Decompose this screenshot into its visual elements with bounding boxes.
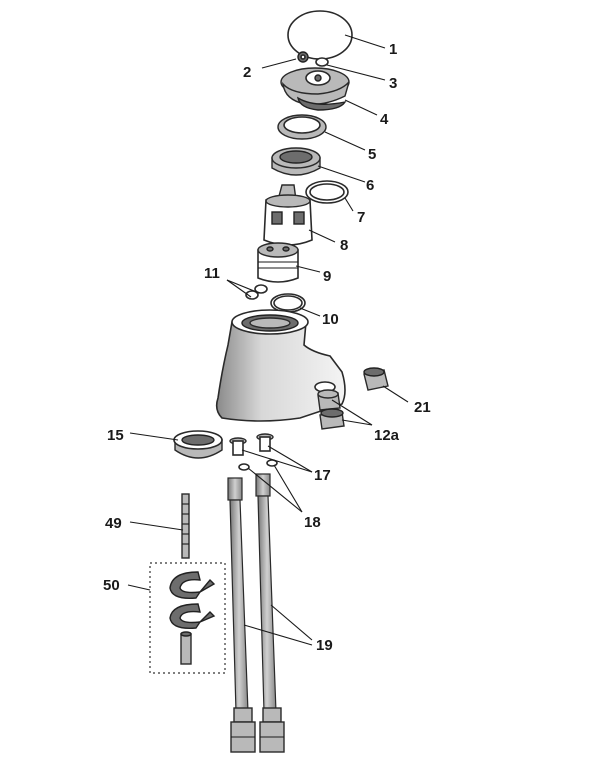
callout-8: 8 — [340, 237, 348, 254]
part-base-9 — [257, 242, 299, 283]
part-washer-3 — [315, 57, 329, 67]
part-o-rings-11 — [245, 284, 268, 300]
part-aerator-21 — [363, 367, 389, 391]
part-nut-6 — [271, 147, 321, 176]
part-aerator-12a — [314, 381, 345, 430]
callout-5: 5 — [368, 146, 376, 163]
callout-11: 11 — [204, 265, 220, 282]
callout-10: 10 — [322, 311, 339, 328]
callout-3: 3 — [389, 75, 397, 92]
leader-lines — [127, 34, 409, 646]
part-ring-5 — [277, 114, 327, 140]
callout-15: 15 — [107, 427, 124, 444]
part-spigots-17 — [229, 433, 274, 456]
callout-4: 4 — [380, 111, 389, 128]
part-cartridge-8 — [263, 184, 313, 246]
callout-19: 19 — [316, 637, 333, 654]
callout-21: 21 — [414, 399, 431, 416]
part-threaded-rod-49 — [181, 493, 190, 559]
callout-12a: 12a — [374, 427, 400, 444]
callout-18: 18 — [304, 514, 321, 531]
part-washers-18 — [238, 459, 278, 471]
callout-9: 9 — [323, 268, 331, 285]
part-cap — [287, 10, 353, 60]
part-hoses-19 — [227, 473, 285, 753]
callout-17: 17 — [314, 467, 331, 484]
callout-labels: 1 2 3 4 5 6 7 8 9 10 11 12a 15 17 18 19 … — [103, 41, 431, 654]
part-fixing-kit-50 — [149, 562, 226, 674]
callout-50: 50 — [103, 577, 120, 594]
part-screw-2 — [297, 51, 309, 63]
part-tap-body — [215, 309, 346, 422]
part-gasket-10 — [270, 293, 306, 313]
callout-7: 7 — [357, 209, 365, 226]
part-base-gasket-15 — [173, 430, 223, 459]
callout-1: 1 — [389, 41, 397, 58]
part-o-ring-7 — [305, 180, 349, 204]
part-lever-handle — [280, 67, 350, 111]
callout-6: 6 — [366, 177, 374, 194]
callout-2: 2 — [243, 64, 251, 81]
callout-49: 49 — [105, 515, 122, 532]
